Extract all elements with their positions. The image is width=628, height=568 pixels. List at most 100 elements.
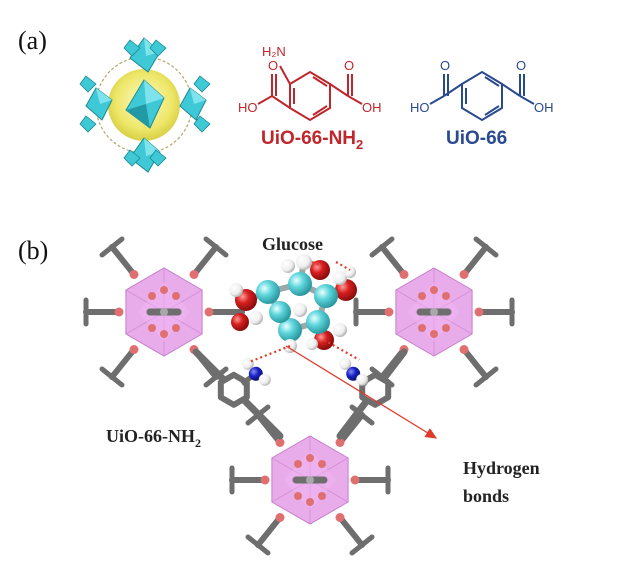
glucose-carbon (314, 284, 338, 308)
glucose-carbon (288, 272, 312, 296)
amine-groups (240, 357, 369, 386)
amine-n-right (346, 366, 361, 381)
corner-cluster-top (123, 37, 167, 73)
amine-n-left (248, 366, 263, 381)
oxygen-atom (189, 270, 199, 279)
oxygen-atom (114, 307, 124, 317)
oxygen-atom (129, 345, 139, 354)
carboxylate-bond (473, 374, 489, 388)
carboxylate-bond (99, 366, 115, 380)
oxygen-atom (306, 454, 314, 462)
hbond-arrow (285, 345, 438, 439)
nh2-linker-name: UiO-66-NH2 (261, 128, 363, 152)
carboxylate-bond (109, 346, 137, 380)
oxygen-atom (294, 460, 302, 468)
nh2-o-left-label: O (268, 58, 278, 73)
glucose-hydrogen (306, 338, 318, 350)
uio66-framework-illustration (79, 37, 211, 173)
glucose-carbon (278, 318, 302, 342)
oxygen-atom (335, 438, 345, 447)
carboxylate-bond (245, 534, 261, 548)
hydrogen-atom (339, 357, 352, 370)
carboxylate-bond (359, 412, 375, 426)
zr-atom (160, 308, 168, 316)
oxygen-atom (260, 475, 270, 485)
hbond-label-line2: bonds (463, 486, 509, 506)
glucose-carbon (306, 310, 330, 334)
plain-o-left-label: O (440, 58, 450, 73)
carboxylate-bond (461, 244, 489, 278)
hydrogen-bond-lines (249, 260, 360, 363)
glucose-oxygen (310, 260, 330, 280)
hydrogen-atom (356, 373, 369, 386)
oxygen-atom (172, 324, 180, 332)
oxygen-atom (172, 292, 180, 300)
glucose-oxygen (231, 313, 249, 331)
oxygen-atom (384, 307, 394, 317)
hydrogen-atom (258, 373, 271, 386)
plain-o-right-label: O (516, 58, 526, 73)
nh2-amine-label: H₂N (262, 44, 286, 59)
plain-linker-structure (429, 70, 535, 122)
glucose-hydrogen (296, 254, 312, 270)
carboxylate-bond (483, 244, 499, 258)
carboxylate-bond (379, 236, 395, 250)
nh2-linker-atoms: H₂N O O HO OH (238, 44, 382, 115)
oxygen-atom (148, 292, 156, 300)
oxygen-atom (148, 324, 156, 332)
carboxylate-bond (109, 236, 125, 250)
plain-linker-name: UiO-66 (446, 128, 507, 149)
corner-cluster-left (79, 75, 113, 133)
zr-cluster-3 (229, 404, 391, 556)
glucose-hydrogen (344, 266, 356, 278)
panel-b-label: (b) (18, 236, 49, 265)
plain-oh-label: OH (534, 100, 554, 115)
linker-1 (192, 348, 284, 440)
framework-label: UiO-66-NH2 (106, 426, 201, 450)
hbond-label-line1: Hydrogen (463, 458, 540, 478)
hydrogen-bond (311, 260, 323, 268)
carboxylate-bond (203, 374, 219, 388)
oxygen-atom (418, 324, 426, 332)
glucose-carbon (269, 301, 291, 323)
carboxylate-bond (337, 412, 365, 446)
oxygen-atom (160, 286, 168, 294)
oxygen-atom (399, 270, 409, 279)
hydrogen-bond (249, 344, 291, 363)
corner-cluster-right (179, 75, 211, 133)
glucose-hydrogen (249, 311, 263, 325)
carboxylate-bond (461, 346, 489, 380)
zr-cluster-2 (353, 236, 515, 388)
oxygen-atom (442, 292, 450, 300)
oxygen-atom (442, 324, 450, 332)
hydrogen-bond (323, 339, 360, 361)
nh2-o-right-label: O (344, 58, 354, 73)
oxygen-atom (474, 307, 484, 317)
hydrogen-atom (241, 357, 254, 370)
nh2-ho-label: HO (238, 100, 258, 115)
oxygen-atom (318, 492, 326, 500)
carboxylate-bond (255, 514, 283, 548)
carboxylate-bond (109, 244, 137, 278)
glucose-carbon (256, 280, 280, 304)
glucose-label: Glucose (262, 234, 323, 254)
glucose-hydrogen (333, 323, 347, 337)
nh2-linker-structure (257, 65, 363, 122)
oxygen-atom (335, 513, 345, 522)
nh2-oh-label: OH (362, 100, 382, 115)
oxygen-atom (129, 270, 139, 279)
glucose-hydrogen (281, 259, 295, 273)
oxygen-atom (459, 270, 469, 279)
glucose-hydrogen (293, 303, 307, 317)
oxygen-atom (430, 286, 438, 294)
zr-cluster-1 (83, 236, 245, 388)
zr-atom (306, 476, 314, 484)
central-zr-cluster (125, 79, 165, 129)
plain-linker-atoms: O O HO OH (410, 58, 554, 115)
oxygen-atom (318, 460, 326, 468)
oxygen-atom (294, 492, 302, 500)
oxygen-atom (275, 513, 285, 522)
oxygen-atom (204, 307, 214, 317)
glucose-molecule (229, 254, 357, 353)
